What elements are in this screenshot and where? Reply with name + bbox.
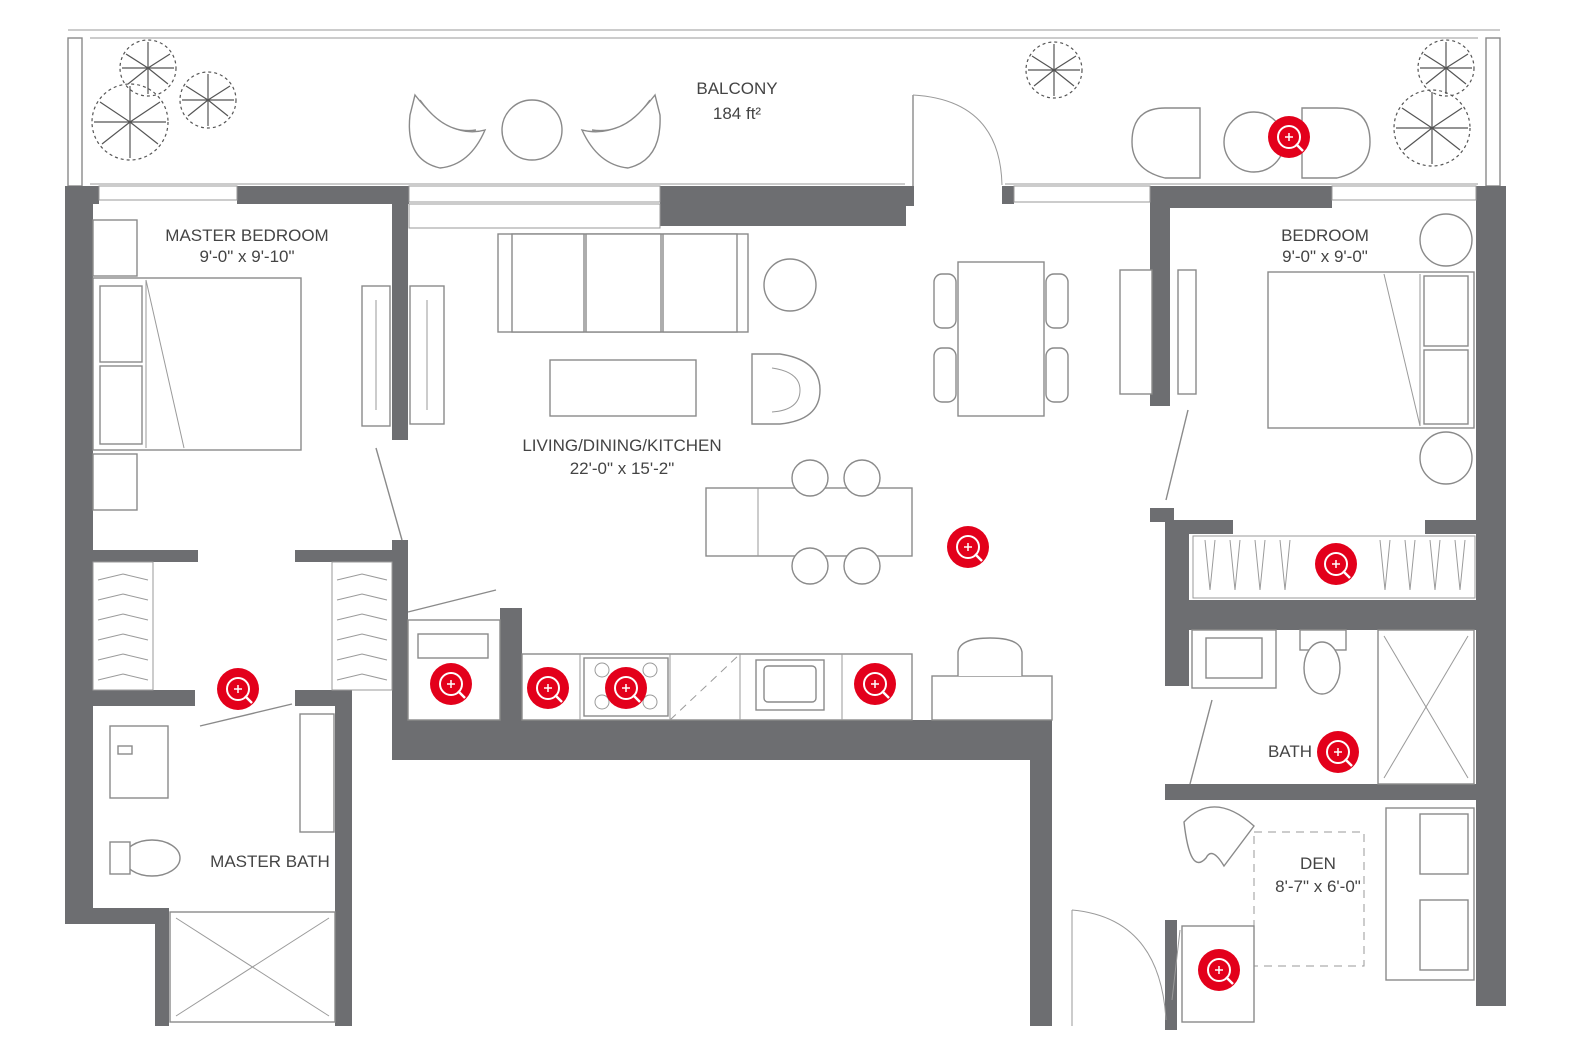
bedroom-closet: [1192, 535, 1476, 599]
room-name-balcony: BALCONY: [696, 79, 777, 98]
plant-icon: [119, 39, 177, 97]
room-size-bedroom: 9'-0" x 9'-0": [1282, 247, 1368, 266]
zoom-in-icon[interactable]: [854, 663, 896, 705]
walls: [65, 186, 1506, 1030]
nightstand-icon: [1419, 431, 1473, 485]
room-name-bath: BATH: [1268, 742, 1312, 761]
plant-icon: [91, 83, 169, 161]
master-bath: MASTER BATH: [109, 713, 336, 1023]
room-name-den: DEN: [1300, 854, 1336, 873]
side-table-icon: [763, 258, 817, 312]
room-size-living: 22'-0" x 15'-2": [570, 459, 675, 478]
balcony-area: BALCONY 184 ft²: [67, 29, 1501, 190]
zoom-in-icon[interactable]: [430, 663, 472, 705]
windows: [98, 185, 1477, 229]
zoom-in-icon[interactable]: [1268, 116, 1310, 158]
bedroom: BEDROOM 9'-0" x 9'-0": [1165, 213, 1475, 501]
room-size-master-bedroom: 9'-0" x 9'-10": [199, 247, 294, 266]
nightstand-icon: [92, 453, 138, 511]
zoom-in-icon[interactable]: [1317, 731, 1359, 773]
plant-icon: [1393, 89, 1471, 167]
room-name-living: LIVING/DINING/KITCHEN: [522, 436, 721, 455]
balcony-table-icon: [501, 99, 563, 161]
toilet-icon: [1303, 641, 1341, 695]
island-icon: [705, 487, 913, 557]
hotspots: [217, 116, 1359, 991]
room-size-den: 8'-7" x 6'-0": [1275, 877, 1361, 896]
master-closet: [92, 561, 393, 727]
desk-icon: [931, 675, 1053, 721]
zoom-in-icon[interactable]: [527, 667, 569, 709]
den: DEN 8'-7" x 6'-0": [1071, 806, 1475, 1026]
bath: BATH: [1189, 629, 1475, 785]
shelf-icon: [299, 713, 335, 833]
nightstand-icon: [1419, 213, 1473, 267]
zoom-in-icon[interactable]: [947, 526, 989, 568]
nightstand-icon: [92, 219, 138, 277]
room-size-balcony: 184 ft²: [713, 104, 762, 123]
plant-icon: [179, 71, 237, 129]
room-name-master-bath: MASTER BATH: [210, 852, 330, 871]
room-name-bedroom: BEDROOM: [1281, 226, 1369, 245]
plant-icon: [1025, 41, 1083, 99]
master-bedroom: MASTER BEDROOM 9'-0" x 9'-10": [92, 219, 403, 541]
plant-icon: [1417, 39, 1475, 97]
armchair-icon: [1183, 806, 1255, 868]
armchair-icon: [751, 353, 821, 425]
zoom-in-icon[interactable]: [1315, 543, 1357, 585]
coffee-table-icon: [549, 359, 697, 417]
balcony-chair-icon: [580, 93, 661, 169]
zoom-in-icon[interactable]: [217, 668, 259, 710]
dining-table-icon: [957, 261, 1045, 417]
vanity-icon: [109, 725, 169, 799]
living-dining-kitchen: LIVING/DINING/KITCHEN 22'-0" x 15'-2": [407, 233, 1153, 721]
wardrobe-icon: [1177, 269, 1197, 395]
console-icon: [1119, 269, 1153, 395]
toilet-icon: [123, 839, 181, 877]
balcony-chair-icon: [1301, 107, 1371, 179]
zoom-in-icon[interactable]: [1198, 949, 1240, 991]
zoom-in-icon[interactable]: [605, 667, 647, 709]
room-name-master-bedroom: MASTER BEDROOM: [165, 226, 328, 245]
balcony-chair-icon: [408, 93, 487, 169]
balcony-chair-icon: [1131, 107, 1201, 179]
